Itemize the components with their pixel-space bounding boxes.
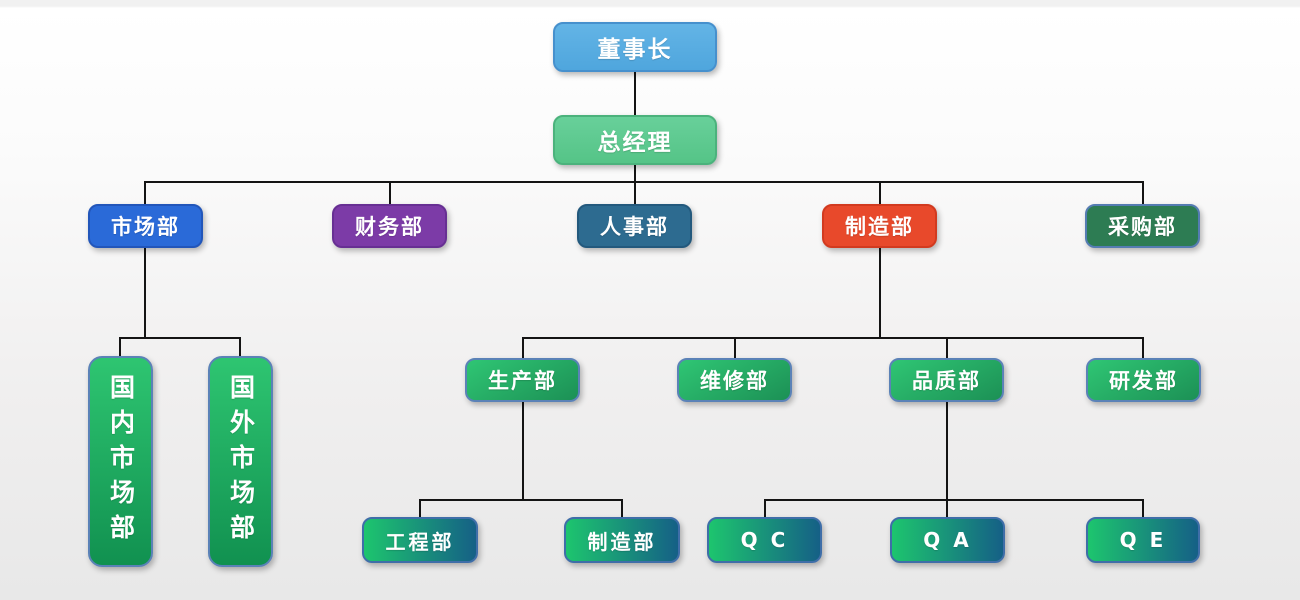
node-quality-dept[interactable]: 品质部 xyxy=(889,358,1004,402)
node-rnd-dept[interactable]: 研发部 xyxy=(1086,358,1201,402)
connector-manufacturing-riser xyxy=(879,248,881,338)
node-domestic-marketing-dept[interactable]: 国内市场部 xyxy=(88,356,153,567)
connector-drop-engineering xyxy=(419,499,421,517)
connector-drop-qa xyxy=(946,499,948,517)
node-chairman-label: 董事长 xyxy=(597,37,673,63)
connector-quality-bus xyxy=(764,499,1144,501)
connector-marketing-bus xyxy=(119,337,241,339)
connector-drop-hr xyxy=(634,181,636,204)
connector-level3-bus xyxy=(145,181,1144,183)
node-engineering-dept[interactable]: 工程部 xyxy=(362,517,478,563)
node-general-manager[interactable]: 总经理 xyxy=(553,115,717,165)
connector-drop-production xyxy=(522,337,524,358)
node-general-manager-label: 总经理 xyxy=(597,130,673,156)
node-qa-label: Q A xyxy=(923,528,972,552)
node-manufacturing-sub-dept[interactable]: 制造部 xyxy=(564,517,680,563)
node-manufacturing-dept-label: 制造部 xyxy=(845,215,914,239)
connector-drop-qe xyxy=(1142,499,1144,517)
connector-drop-finance xyxy=(389,181,391,204)
node-quality-dept-label: 品质部 xyxy=(912,369,981,393)
node-hr-dept[interactable]: 人事部 xyxy=(577,204,692,248)
node-finance-dept[interactable]: 财务部 xyxy=(332,204,447,248)
node-hr-dept-label: 人事部 xyxy=(600,215,669,239)
node-procurement-dept[interactable]: 采购部 xyxy=(1085,204,1200,248)
node-qe[interactable]: Q E xyxy=(1086,517,1200,563)
connector-drop-procurement xyxy=(1142,181,1144,204)
connector-drop-qc xyxy=(764,499,766,517)
node-marketing-dept-label: 市场部 xyxy=(111,215,180,239)
node-qc-label: Q C xyxy=(740,528,789,552)
node-overseas-marketing-dept-label: 国外市场部 xyxy=(226,374,256,549)
node-chairman[interactable]: 董事长 xyxy=(553,22,717,72)
connector-production-bus xyxy=(419,499,623,501)
node-maintenance-dept[interactable]: 维修部 xyxy=(677,358,792,402)
node-domestic-marketing-dept-label: 国内市场部 xyxy=(106,374,136,549)
node-rnd-dept-label: 研发部 xyxy=(1109,369,1178,393)
connector-manufacturing-bus xyxy=(522,337,1144,339)
node-maintenance-dept-label: 维修部 xyxy=(700,369,769,393)
node-qa[interactable]: Q A xyxy=(890,517,1005,563)
connector-drop-marketing xyxy=(144,181,146,204)
connector-drop-domestic xyxy=(119,337,121,356)
node-overseas-marketing-dept[interactable]: 国外市场部 xyxy=(208,356,273,567)
connector-chairman-gm xyxy=(634,72,636,115)
node-finance-dept-label: 财务部 xyxy=(355,215,424,239)
connector-drop-rnd xyxy=(1142,337,1144,358)
node-manufacturing-sub-dept-label: 制造部 xyxy=(587,529,657,554)
node-procurement-dept-label: 采购部 xyxy=(1108,215,1177,239)
connector-gm-riser xyxy=(634,165,636,182)
node-qc[interactable]: Q C xyxy=(707,517,822,563)
node-engineering-dept-label: 工程部 xyxy=(385,529,455,554)
connector-quality-riser xyxy=(946,402,948,500)
connector-drop-maintenance xyxy=(734,337,736,358)
connector-drop-manufacturing-sub xyxy=(621,499,623,517)
node-production-dept[interactable]: 生产部 xyxy=(465,358,580,402)
connector-drop-quality xyxy=(946,337,948,358)
node-qe-label: Q E xyxy=(1119,528,1167,552)
node-marketing-dept[interactable]: 市场部 xyxy=(88,204,203,248)
connector-marketing-riser xyxy=(144,248,146,338)
node-production-dept-label: 生产部 xyxy=(488,369,557,393)
connector-drop-manufacturing xyxy=(879,181,881,204)
connector-drop-overseas xyxy=(239,337,241,356)
connector-production-riser xyxy=(522,402,524,500)
node-manufacturing-dept[interactable]: 制造部 xyxy=(822,204,937,248)
